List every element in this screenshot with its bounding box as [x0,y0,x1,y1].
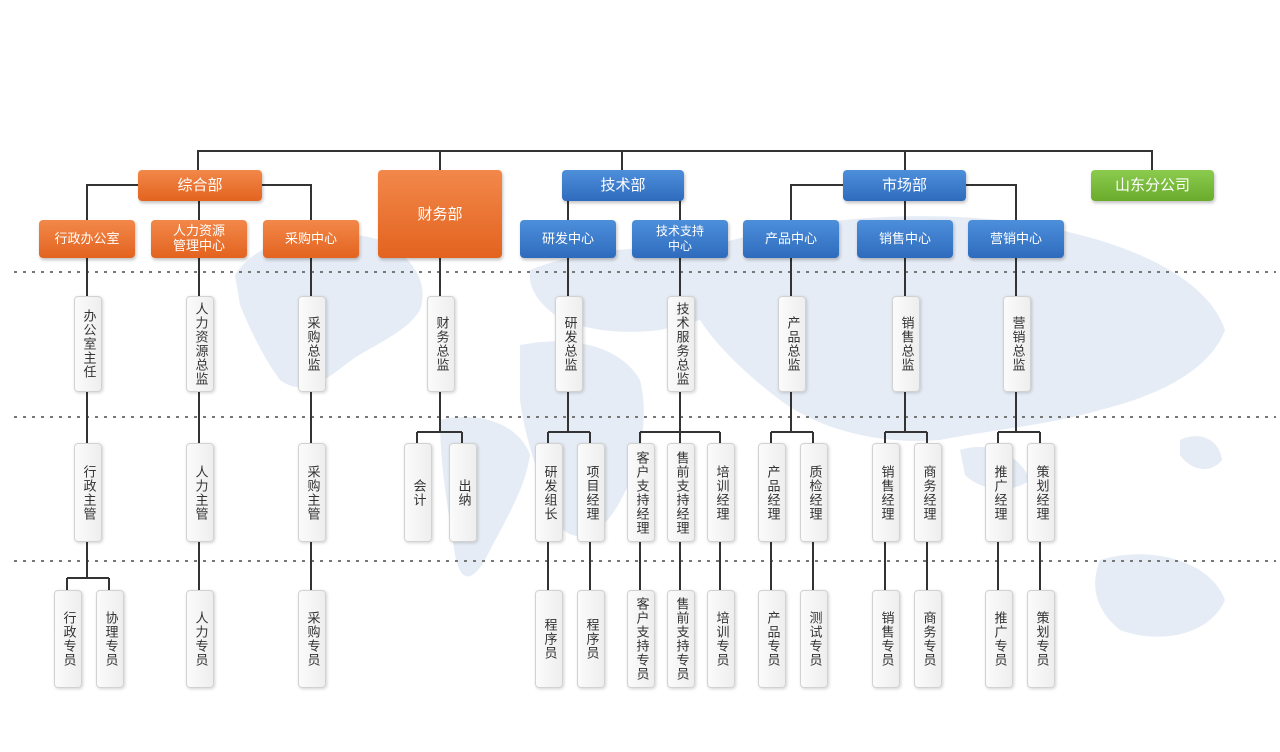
role-business-specialist: 商务专员 [914,590,942,688]
role-product-manager: 产品经理 [758,443,786,542]
center-sales: 销售中心 [857,220,953,258]
role-sales-specialist: 销售专员 [872,590,900,688]
center-admin-office: 行政办公室 [39,220,135,258]
role-hr-director: 人力资源总监 [186,296,214,392]
role-planning-specialist: 策划专员 [1027,590,1055,688]
role-marketing-director: 营销总监 [1003,296,1031,392]
role-purchase-supervisor: 采购主管 [298,443,326,542]
role-presales-support-specialist: 售前支持专员 [667,590,695,688]
role-sales-director: 销售总监 [892,296,920,392]
role-office-director: 办公室主任 [74,296,102,392]
role-coordination-specialist: 协理专员 [96,590,124,688]
role-tech-service-director: 技术服务总监 [667,296,695,392]
role-sales-manager: 销售经理 [872,443,900,542]
role-qa-manager: 质检经理 [800,443,828,542]
department-general: 综合部 [138,170,262,201]
role-business-manager: 商务经理 [914,443,942,542]
role-customer-support-specialist: 客户支持专员 [627,590,655,688]
role-presales-support-manager: 售前支持经理 [667,443,695,542]
department-finance: 财务部 [378,170,502,258]
role-training-manager: 培训经理 [707,443,735,542]
role-hr-supervisor: 人力主管 [186,443,214,542]
role-project-manager: 项目经理 [577,443,605,542]
role-cashier: 出纳 [449,443,477,542]
role-purchase-specialist: 采购专员 [298,590,326,688]
role-admin-specialist: 行政专员 [54,590,82,688]
role-planning-manager: 策划经理 [1027,443,1055,542]
role-programmer: 程序员 [577,590,605,688]
role-finance-director: 财务总监 [427,296,455,392]
role-product-specialist: 产品专员 [758,590,786,688]
center-rd: 研发中心 [520,220,616,258]
role-test-specialist: 测试专员 [800,590,828,688]
role-programmer: 程序员 [535,590,563,688]
branch-shandong: 山东分公司 [1091,170,1214,201]
role-rd-group-leader: 研发组长 [535,443,563,542]
center-product: 产品中心 [743,220,839,258]
role-customer-support-manager: 客户支持经理 [627,443,655,542]
role-admin-supervisor: 行政主管 [74,443,102,542]
role-training-specialist: 培训专员 [707,590,735,688]
center-tech-support: 技术支持 中心 [632,220,728,258]
role-rd-director: 研发总监 [555,296,583,392]
role-purchase-director: 采购总监 [298,296,326,392]
department-market: 市场部 [843,170,966,201]
role-promotion-specialist: 推广专员 [985,590,1013,688]
center-hr: 人力资源 管理中心 [151,220,247,258]
role-hr-specialist: 人力专员 [186,590,214,688]
role-promotion-manager: 推广经理 [985,443,1013,542]
role-product-director: 产品总监 [778,296,806,392]
role-accountant: 会计 [404,443,432,542]
center-purchase: 采购中心 [263,220,359,258]
department-tech: 技术部 [562,170,684,201]
center-marketing: 营销中心 [968,220,1064,258]
